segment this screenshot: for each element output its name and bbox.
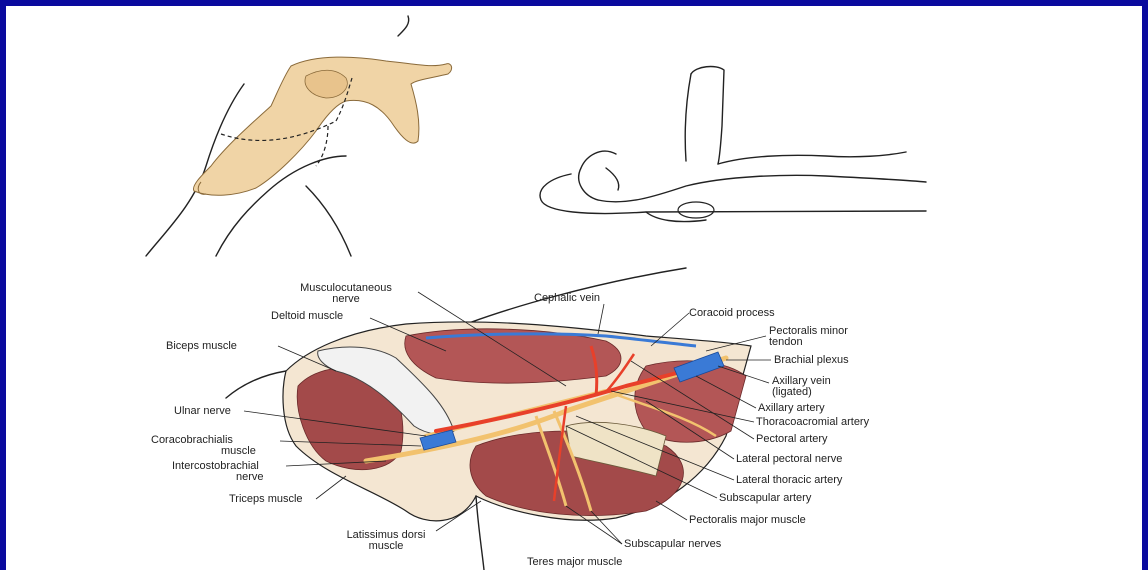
patient-position-illustration xyxy=(540,67,926,222)
label-subscapular-artery: Subscapular artery xyxy=(719,492,812,504)
anatomy-figure: Musculocutaneous nerve Deltoid muscle Bi… xyxy=(6,6,1142,570)
label-musculocutaneous-nerve-line2: nerve xyxy=(332,293,360,305)
label-latissimus-line2: muscle xyxy=(369,540,404,552)
label-cephalic-vein: Cephalic vein xyxy=(534,292,600,304)
label-lateral-pectoral-nerve: Lateral pectoral nerve xyxy=(736,453,842,465)
label-biceps-muscle: Biceps muscle xyxy=(166,340,237,352)
label-thoracoacromial-artery: Thoracoacromial artery xyxy=(756,416,870,428)
label-deltoid-muscle: Deltoid muscle xyxy=(271,310,343,322)
label-ulnar-nerve: Ulnar nerve xyxy=(174,405,231,417)
label-teres-major-muscle: Teres major muscle xyxy=(527,556,622,568)
label-brachial-plexus: Brachial plexus xyxy=(774,354,849,366)
label-lateral-thoracic-artery: Lateral thoracic artery xyxy=(736,474,843,486)
label-axillary-vein-line2: (ligated) xyxy=(772,386,812,398)
label-coracoid-process: Coracoid process xyxy=(689,307,775,319)
label-coracobrachialis-line2: muscle xyxy=(221,445,256,457)
label-pectoral-artery: Pectoral artery xyxy=(756,433,828,445)
figure-frame: Musculocutaneous nerve Deltoid muscle Bi… xyxy=(6,6,1142,570)
label-intercostobrachial-line2: nerve xyxy=(236,471,264,483)
label-triceps-muscle: Triceps muscle xyxy=(229,493,303,505)
label-pectoralis-major-muscle: Pectoralis major muscle xyxy=(689,514,806,526)
label-pectoralis-minor-line2: tendon xyxy=(769,336,803,348)
label-axillary-artery: Axillary artery xyxy=(758,402,825,414)
shoulder-bone-illustration xyxy=(146,16,452,256)
label-subscapular-nerves: Subscapular nerves xyxy=(624,538,722,550)
